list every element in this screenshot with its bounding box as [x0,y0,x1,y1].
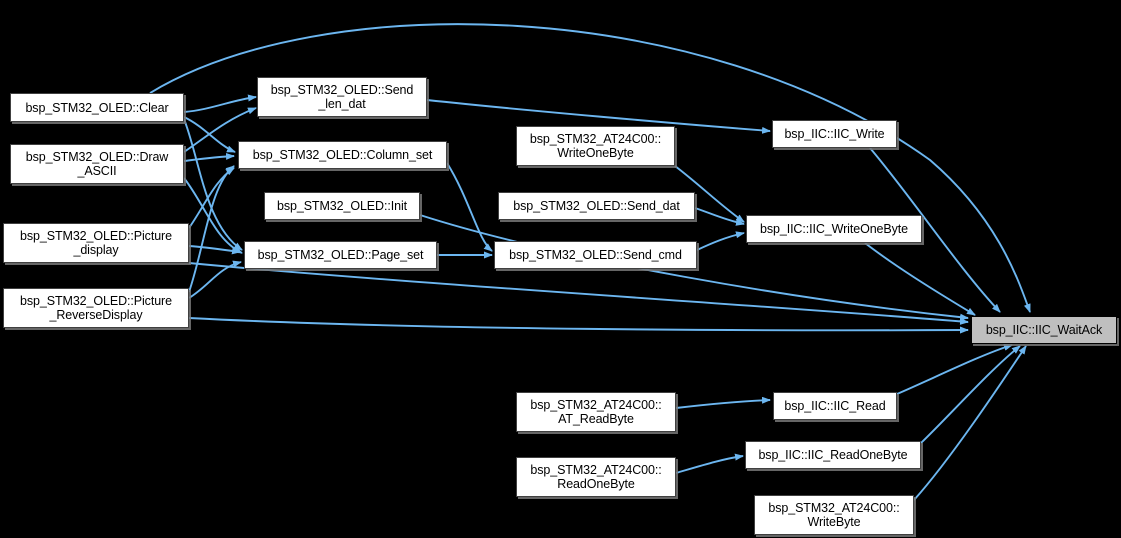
graph-edge-at_rob-to-iic_rob [675,453,744,474]
graph-node-pic_display[interactable]: bsp_STM32_OLED::Picture _display [3,223,189,263]
graph-node-label: bsp_STM32_OLED::Send _len_dat [270,83,414,111]
graph-node-send_cmd[interactable]: bsp_STM32_OLED::Send_cmd [494,241,697,269]
graph-node-at_wob[interactable]: bsp_STM32_AT24C00:: WriteOneByte [516,126,675,166]
graph-edge-clear-to-page_set [183,118,243,251]
graph-node-waitack[interactable]: bsp_IIC::IIC_WaitAck [971,316,1117,344]
graph-node-iic_read[interactable]: bsp_IIC::IIC_Read [773,392,897,420]
graph-node-label: bsp_STM32_OLED::Draw _ASCII [25,150,169,178]
graph-edge-pic_display-to-page_set [188,245,241,255]
graph-node-at_rob[interactable]: bsp_STM32_AT24C00:: ReadOneByte [516,457,676,497]
graph-node-column_set[interactable]: bsp_STM32_OLED::Column_set [238,141,447,169]
graph-edge-at_readbyte-to-iic_read [675,396,771,409]
graph-edge-send_cmd-to-iic_wob [696,231,745,251]
graph-edge-send_len_dat-to-iic_write [426,99,771,134]
graph-edge-iic_wob-to-waitack [864,242,976,316]
graph-node-at_readbyte[interactable]: bsp_STM32_AT24C00:: AT_ReadByte [516,392,676,432]
graph-node-iic_write[interactable]: bsp_IIC::IIC_Write [772,120,897,148]
graph-node-iic_wob[interactable]: bsp_IIC::IIC_WriteOneByte [746,215,922,243]
graph-edge-iic_rob-to-waitack [920,345,1021,444]
graph-node-label: bsp_STM32_AT24C00:: WriteOneByte [529,132,662,160]
graph-node-label: bsp_STM32_OLED::Column_set [252,148,433,162]
graph-node-label: bsp_IIC::IIC_Write [784,127,885,141]
graph-edge-pic_reverse-to-page_set [188,260,242,299]
graph-edge-pic_reverse-to-column_set [188,165,235,293]
graph-node-init[interactable]: bsp_STM32_OLED::Init [264,192,420,220]
graph-edge-pic_reverse-to-waitack [188,317,969,334]
graph-node-label: bsp_STM32_OLED::Page_set [257,248,424,262]
graph-edge-pic_display-to-waitack [188,262,969,325]
graph-node-clear[interactable]: bsp_STM32_OLED::Clear [10,93,184,122]
graph-node-label: bsp_IIC::IIC_ReadOneByte [758,448,908,462]
graph-node-label: bsp_STM32_OLED::Clear [25,100,169,115]
graph-edge-clear-to-column_set [183,116,236,153]
graph-node-label: bsp_STM32_OLED::Send_dat [513,199,680,213]
graph-node-label: bsp_STM32_AT24C00:: ReadOneByte [530,463,662,491]
graph-edge-clear-to-send_len_dat [183,94,257,113]
graph-edge-send_dat-to-iic_wob [694,207,745,226]
graph-edge-iic_read-to-waitack [896,344,1013,395]
graph-edge-at_writebyte-to-waitack [913,345,1027,501]
graph-node-label: bsp_STM32_OLED::Picture _display [20,229,172,257]
graph-node-send_dat[interactable]: bsp_STM32_OLED::Send_dat [498,192,695,220]
graph-edge-pic_display-to-column_set [188,167,235,229]
graph-node-label: bsp_STM32_OLED::Init [276,199,407,213]
graph-edge-at_wob-to-iic_wob [674,165,745,223]
graph-node-iic_rob[interactable]: bsp_IIC::IIC_ReadOneByte [745,441,921,469]
graph-node-label: bsp_IIC::IIC_WriteOneByte [759,222,909,236]
graph-edge-column_set-to-send_cmd [446,162,493,252]
graph-edge-clear-to-waitack [149,23,1031,313]
graph-node-at_writebyte[interactable]: bsp_STM32_AT24C00:: WriteByte [754,495,914,535]
graph-node-send_len_dat[interactable]: bsp_STM32_OLED::Send _len_dat [257,77,427,117]
graph-node-page_set[interactable]: bsp_STM32_OLED::Page_set [244,241,437,269]
graph-node-label: bsp_STM32_OLED::Picture _ReverseDisplay [20,294,172,322]
graph-node-label: bsp_IIC::IIC_WaitAck [985,323,1103,337]
graph-edge-init-to-waitack [419,214,969,321]
graph-node-label: bsp_STM32_OLED::Send_cmd [509,248,682,262]
graph-edge-iic_write-to-waitack [869,147,1001,313]
graph-node-label: bsp_STM32_AT24C00:: AT_ReadByte [530,398,662,426]
graph-edge-draw_ascii-to-send_len_dat [183,107,257,153]
graph-node-label: bsp_IIC::IIC_Read [784,399,886,413]
graph-node-label: bsp_STM32_AT24C00:: WriteByte [768,501,900,529]
graph-node-draw_ascii[interactable]: bsp_STM32_OLED::Draw _ASCII [10,144,184,184]
graph-edge-draw_ascii-to-column_set [183,152,235,162]
graph-node-pic_reverse[interactable]: bsp_STM32_OLED::Picture _ReverseDisplay [3,288,189,328]
